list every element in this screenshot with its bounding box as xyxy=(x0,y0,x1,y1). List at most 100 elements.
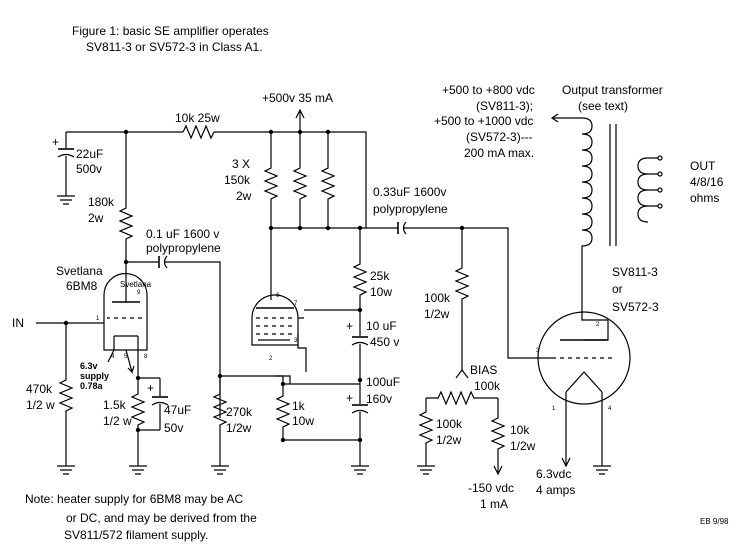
pin-2: 2 xyxy=(269,356,273,362)
filament-volt: 6.3vdc xyxy=(536,467,571,481)
c-0-33uf-type: polypropylene xyxy=(373,202,448,216)
heater-supply-leads xyxy=(107,349,135,375)
c-0-1uf-label: 0.1 uF 1600 v xyxy=(146,227,219,241)
tube2-name-1: SV811-3 xyxy=(612,265,658,279)
r-270k xyxy=(211,373,283,475)
heater-current: 0.78a xyxy=(80,381,104,391)
svg-text:+: + xyxy=(147,381,154,395)
r-1-5k-watt: 1/2 w xyxy=(103,414,132,428)
c-0-33uf-label: 0.33uF 1600v xyxy=(373,185,446,199)
bias-network xyxy=(417,228,506,476)
r-470k-watt: 1/2 w xyxy=(26,398,55,412)
r-25k-label: 25k xyxy=(370,269,390,283)
r-270k-watt: 1/2w xyxy=(226,421,252,435)
transformer-label: Output transformer xyxy=(562,83,663,97)
tube-sv811 xyxy=(534,311,631,475)
transformer-note: (see text) xyxy=(578,99,628,113)
r-3x150k xyxy=(263,132,398,231)
tube-6bm8-pentode xyxy=(251,228,307,372)
filament-current: 4 amps xyxy=(536,483,575,497)
r-bias-100k-watt: 1/2w xyxy=(436,433,462,447)
r-10k-watt: 1/2w xyxy=(510,439,536,453)
bias-label: BIAS xyxy=(470,363,497,377)
neg-supply-volt: -150 vdc xyxy=(468,481,514,495)
c-0-1uf-type: polypropylene xyxy=(146,241,221,255)
tube1-type: 6BM8 xyxy=(66,279,98,293)
r-180k xyxy=(118,132,134,280)
cap-22uf: + xyxy=(52,132,75,205)
neg-supply-current: 1 mA xyxy=(480,497,508,511)
c-10uf-volt: 450 v xyxy=(370,335,399,349)
note-line1: Note: heater supply for 6BM8 may be AC xyxy=(25,492,243,506)
r-3x-label: 3 X xyxy=(232,157,250,171)
figure-title-line2: SV811-3 or SV572-3 in Class A1. xyxy=(86,40,263,54)
heater-volt: 6.3v xyxy=(80,361,98,371)
note-line2: or DC, and may be derived from the xyxy=(66,511,257,525)
output-transformer xyxy=(550,113,663,321)
cathode-network-stage1: + xyxy=(129,350,169,475)
hv-supply-line4: (SV572-3)--- xyxy=(466,130,533,144)
pin-3: 3 xyxy=(294,338,298,344)
r-470k-label: 470k xyxy=(26,382,53,396)
pin-5: 5 xyxy=(124,354,128,360)
tube1-name: Svetlana xyxy=(56,264,103,278)
out-ohms: ohms xyxy=(690,191,719,205)
pin-9: 9 xyxy=(137,290,141,296)
sv-pin-4: 4 xyxy=(608,406,612,412)
pin-7: 7 xyxy=(294,301,298,307)
c-22uf-label: 22uF xyxy=(76,147,103,161)
sv-pin-2: 2 xyxy=(596,322,600,328)
pin-1: 1 xyxy=(96,316,100,322)
r-25k-watt: 10w xyxy=(370,285,392,299)
input-label[interactable]: IN xyxy=(12,316,24,330)
figure-title-line1: Figure 1: basic SE amplifier operates xyxy=(72,24,269,38)
c-10uf-label: 10 uF xyxy=(366,319,397,333)
pin-8: 8 xyxy=(144,354,148,360)
svg-text:+: + xyxy=(52,135,59,149)
cap-0-1uf xyxy=(126,255,221,418)
r-180k-label: 180k xyxy=(88,195,115,209)
r-10k-label: 10k xyxy=(510,423,530,437)
tube1-label: Svetlana xyxy=(120,280,152,289)
r-270k-label: 270k xyxy=(226,405,253,419)
c-100uf-volt: 160v xyxy=(366,392,392,406)
b-plus-label: +500v 35 mA xyxy=(262,91,333,105)
c-100uf-label: 100uF xyxy=(366,375,400,389)
c-22uf-volt: 500v xyxy=(76,162,102,176)
r-100k-label: 100k xyxy=(424,291,451,305)
signature: EB 9/98 xyxy=(700,517,729,526)
r-100k-watt: 1/2w xyxy=(424,307,450,321)
c-47uf-label: 47uF xyxy=(164,403,191,417)
r-10k-25w-label: 10k 25w xyxy=(175,111,220,125)
sv-pin-1: 1 xyxy=(552,406,556,412)
out-label: OUT xyxy=(690,159,716,173)
tube2-or: or xyxy=(612,282,623,296)
sv-pin-3: 3 xyxy=(536,348,540,354)
b-plus-rail xyxy=(66,108,367,228)
heater-supply: supply xyxy=(80,371,109,381)
c-47uf-volt: 50v xyxy=(164,421,183,435)
note-line3: SV811/572 filament supply. xyxy=(64,528,208,542)
hv-supply-line1: +500 to +800 vdc xyxy=(442,83,535,97)
input-line xyxy=(36,320,104,475)
cathode-network-stage2: + xyxy=(274,375,369,475)
hv-supply-line2: (SV811-3); xyxy=(476,99,533,113)
r-150k-watt: 2w xyxy=(236,189,252,203)
pin-6: 6 xyxy=(276,293,280,299)
r-1k-watt: 10w xyxy=(292,414,314,428)
tube-6bm8-triode xyxy=(103,272,148,351)
screen-network: + xyxy=(304,228,369,380)
pin-4: 4 xyxy=(111,354,115,360)
r-1k-label: 1k xyxy=(292,399,306,413)
r-1-5k-label: 1.5k xyxy=(103,398,127,412)
svg-text:+: + xyxy=(346,319,353,333)
out-impedance: 4/8/16 xyxy=(690,175,724,189)
r-180k-watt: 2w xyxy=(88,211,104,225)
r-150k-label: 150k xyxy=(224,173,251,187)
bias-pot-value: 100k xyxy=(474,379,501,393)
hv-supply-line3: +500 to +1000 vdc xyxy=(434,114,533,128)
svg-text:+: + xyxy=(346,391,353,405)
tube2-name-2: SV572-3 xyxy=(612,300,659,314)
